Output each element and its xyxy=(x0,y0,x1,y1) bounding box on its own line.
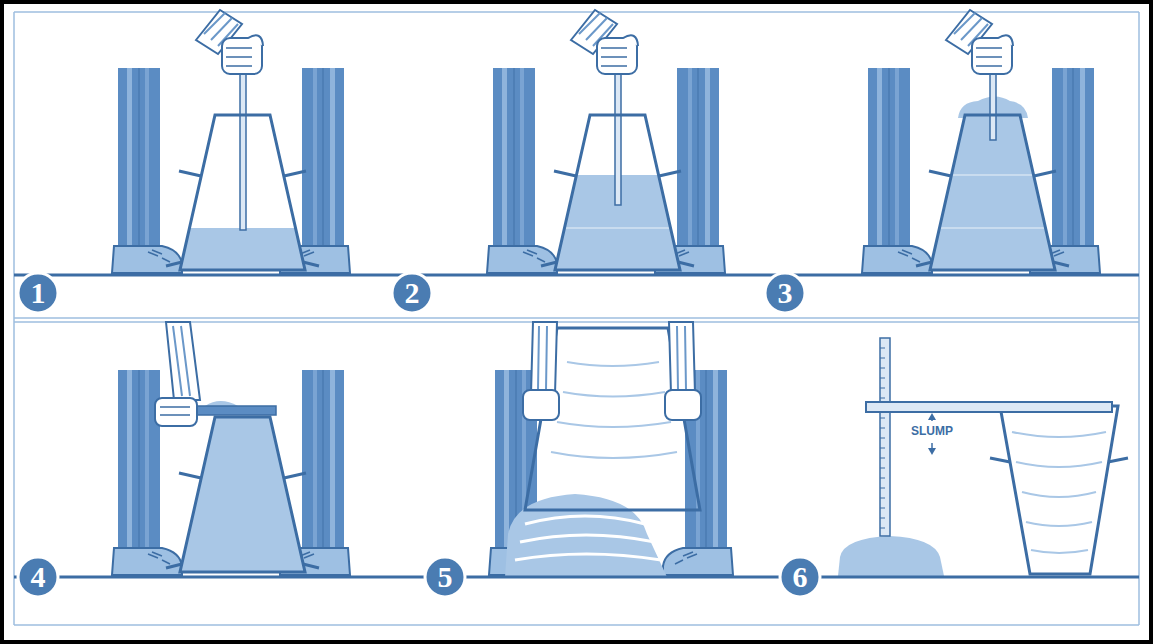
step-number: 1 xyxy=(31,278,46,308)
step-number-badge: 3 xyxy=(763,271,807,315)
step-number: 4 xyxy=(31,562,46,592)
step-number: 5 xyxy=(438,562,453,592)
step-number-badge: 5 xyxy=(423,555,467,599)
badge-circle-shape xyxy=(765,273,805,313)
step-number-badge: 2 xyxy=(390,271,434,315)
step-number: 6 xyxy=(793,562,808,592)
step-number-badge: 4 xyxy=(16,555,60,599)
badge-circle-shape xyxy=(392,273,432,313)
step-number: 3 xyxy=(778,278,793,308)
step-number: 2 xyxy=(405,278,420,308)
badge-circle-shape xyxy=(425,557,465,597)
step-number-badge: 6 xyxy=(778,555,822,599)
badge-circle-shape xyxy=(18,557,58,597)
measurement-label: SLUMP xyxy=(911,425,953,438)
step-number-badge: 1 xyxy=(16,271,60,315)
badge-circle-shape xyxy=(780,557,820,597)
badge-circle-shape xyxy=(18,273,58,313)
